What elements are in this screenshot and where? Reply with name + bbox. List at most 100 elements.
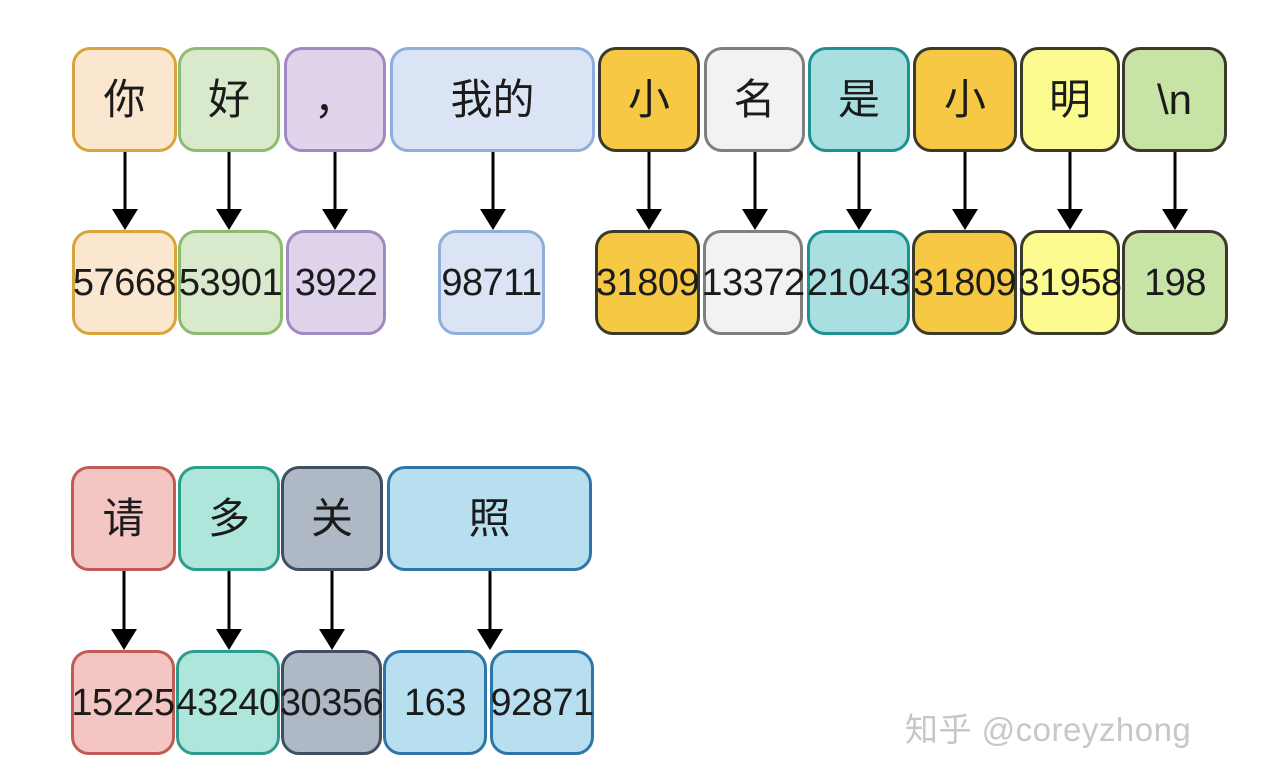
mapping-arrow (741, 152, 769, 230)
token-box-label: 关 (310, 494, 353, 542)
token-box-label: 我的 (450, 75, 535, 123)
mapping-arrow (1056, 152, 1084, 230)
token-id-box-label: 13372 (701, 261, 805, 304)
arrow-head-icon (110, 629, 137, 650)
arrow-head-icon (319, 629, 345, 650)
mapping-arrow (479, 152, 507, 230)
arrow-head-icon (476, 629, 503, 650)
arrow-head-icon (1161, 209, 1188, 230)
token-box: 明 (1020, 47, 1120, 152)
arrow-line (491, 152, 494, 212)
token-box-label: 是 (837, 75, 880, 123)
token-box-label: 明 (1048, 75, 1091, 123)
token-id-box-label: 30356 (279, 681, 384, 724)
token-box-label: 多 (207, 494, 250, 542)
token-box: 关 (281, 466, 383, 571)
arrow-line (227, 571, 231, 632)
token-id-box-label: 98711 (441, 261, 542, 304)
mapping-arrow (215, 152, 243, 230)
token-id-box-label: 198 (1144, 261, 1206, 304)
mapping-arrow (321, 152, 349, 230)
token-id-box: 3922 (286, 230, 386, 335)
token-id-box: 98711 (438, 230, 545, 335)
token-box: 是 (808, 47, 910, 152)
arrow-head-icon (216, 209, 242, 230)
arrow-line (963, 152, 967, 212)
token-id-box: 30356 (279, 650, 384, 755)
mapping-arrow (318, 571, 346, 650)
arrow-line (857, 152, 861, 212)
mapping-arrow (215, 571, 243, 650)
arrow-head-icon (1057, 209, 1083, 230)
arrow-line (123, 152, 126, 212)
watermark: 知乎 @coreyzhong (905, 711, 1192, 748)
token-id-box-label: 31809 (595, 261, 700, 304)
arrow-line (1173, 152, 1176, 212)
token-box: 多 (178, 466, 280, 571)
token-box: 小 (598, 47, 700, 152)
arrow-head-icon (479, 209, 506, 230)
token-id-box: 31958 (1018, 230, 1122, 335)
token-box: 你 (72, 47, 177, 152)
arrow-head-icon (216, 629, 242, 650)
arrow-line (647, 152, 651, 212)
token-id-box-label: 31809 (912, 261, 1017, 304)
token-id-box: 13372 (701, 230, 805, 335)
token-id-box-label: 43240 (176, 681, 280, 724)
mapping-arrow (476, 571, 504, 650)
token-box: 名 (704, 47, 805, 152)
arrow-line (1068, 152, 1072, 212)
token-box: 好 (178, 47, 280, 152)
mapping-arrow (110, 571, 138, 650)
token-box-label: \n (1156, 75, 1193, 123)
token-id-box-label: 92871 (490, 681, 594, 724)
token-box: \n (1122, 47, 1227, 152)
arrow-head-icon (846, 209, 872, 230)
mapping-arrow (845, 152, 873, 230)
token-id-box: 31809 (595, 230, 700, 335)
token-id-box: 53901 (178, 230, 283, 335)
arrow-head-icon (741, 209, 768, 230)
arrow-head-icon (636, 209, 662, 230)
token-box: 照 (387, 466, 592, 571)
token-id-box: 31809 (912, 230, 1017, 335)
token-box-label: 请 (102, 494, 145, 542)
token-id-box-label: 31958 (1018, 261, 1122, 304)
token-id-box-label: 57668 (72, 261, 177, 304)
arrow-line (488, 571, 491, 632)
mapping-arrow (635, 152, 663, 230)
arrow-head-icon (952, 209, 978, 230)
token-box: 我的 (390, 47, 595, 152)
token-box-label: 照 (468, 494, 511, 542)
arrow-head-icon (111, 209, 138, 230)
token-box: ， (284, 47, 386, 152)
token-box: 小 (913, 47, 1017, 152)
token-id-box-label: 15225 (71, 681, 175, 724)
token-box-label: 小 (627, 75, 670, 123)
token-box: 请 (71, 466, 176, 571)
token-id-box: 21043 (806, 230, 911, 335)
token-box-label: 名 (733, 75, 776, 123)
arrow-line (333, 152, 337, 212)
arrow-line (122, 571, 125, 632)
token-id-box-label: 21043 (806, 261, 911, 304)
arrow-head-icon (322, 209, 348, 230)
token-id-box: 198 (1122, 230, 1228, 335)
token-box-label: 小 (943, 75, 986, 123)
token-box-label: 好 (207, 75, 250, 123)
token-id-box: 57668 (72, 230, 177, 335)
token-id-box: 15225 (71, 650, 175, 755)
token-id-box: 43240 (176, 650, 280, 755)
token-id-box-label: 3922 (294, 261, 378, 304)
token-box-label: 你 (103, 75, 146, 123)
mapping-arrow (111, 152, 139, 230)
mapping-arrow (1161, 152, 1189, 230)
arrow-line (330, 571, 334, 632)
mapping-arrow (951, 152, 979, 230)
arrow-line (753, 152, 756, 212)
token-id-box: 163 (383, 650, 487, 755)
token-id-box-label: 163 (404, 681, 466, 724)
token-id-box-label: 53901 (178, 261, 283, 304)
token-id-box: 92871 (490, 650, 594, 755)
